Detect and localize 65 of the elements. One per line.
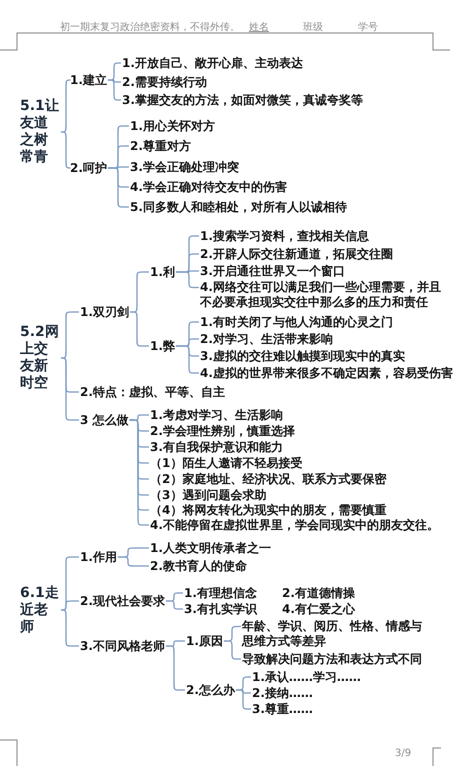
outline-item: 1.考虑对学习、生活影响 xyxy=(150,408,283,422)
outline-item: 1.有理想信念 xyxy=(184,586,257,600)
outline-item: 4.学会正确对待交友中的伤害 xyxy=(130,180,287,194)
outline-item: 1.有时关闭了与他人沟通的心灵之门 xyxy=(200,314,393,330)
outline-item: 2.尊重对方 xyxy=(130,138,191,154)
outline-item: 4.有仁爱之心 xyxy=(282,602,355,616)
outline-item: 3.尊重…… xyxy=(252,702,313,716)
section-heading: 5.1让友道之树常青 xyxy=(20,98,60,166)
header-text: 初一期末复习政治绝密资料，不得外传。 xyxy=(60,20,240,34)
outline-item: 3.不同风格老师 xyxy=(80,638,165,654)
outline-item: 3 怎么做 xyxy=(80,412,129,428)
outline-item: 1.弊 xyxy=(150,338,175,354)
outline-item: 2.接纳…… xyxy=(252,686,313,700)
form-field-label: 姓名 xyxy=(249,20,269,34)
outline-item: 2.学会理性辨别，慎重选择 xyxy=(150,424,295,438)
outline-item: 3.有扎实学识 xyxy=(184,602,257,616)
outline-item: （4）将网友转化为现实中的朋友，需要慎重 xyxy=(150,502,386,518)
outline-item: 导致解决问题方法和表达方式不同 xyxy=(242,652,422,666)
outline-item: 5.同多数人和睦相处，对所有人以诚相待 xyxy=(130,200,347,214)
outline-item: 2.对学习、生活带来影响 xyxy=(200,332,333,346)
outline-item: 年龄、学识、阅历、性格、情感与思维方式等差异 xyxy=(242,619,427,649)
outline-item: 3.虚拟的交往难以触摸到现实中的真实 xyxy=(200,348,405,364)
outline-item: 4.网络交往可以满足我们一些心理需要，并且不必要承担现实交往中那么多的压力和责任 xyxy=(200,280,445,310)
outline-item: （3）遇到问题会求助 xyxy=(150,488,266,502)
brace-connector xyxy=(118,556,149,567)
outline-item: 1.用心关怀对方 xyxy=(130,118,215,134)
brace-connector xyxy=(166,600,183,610)
brace-connector xyxy=(224,640,241,660)
form-field-label: 班级 xyxy=(303,20,323,34)
outline-item: 4.虚拟的世界带来很多不确定因素，容易受伤害 xyxy=(200,366,453,380)
brace-connector xyxy=(60,79,70,133)
outline-item: 3.开启通往世界又一个窗口 xyxy=(200,264,345,278)
page-number: 3/9 xyxy=(395,746,412,760)
outline-item: 2.特点：虚拟、平等、自主 xyxy=(80,384,225,400)
outline-item: 4.不能停留在虚拟世界里，学会同现实中的朋友交往。 xyxy=(150,518,439,532)
brace-connector xyxy=(176,345,199,374)
brace-connector xyxy=(108,167,129,208)
outline-item: 1.建立 xyxy=(70,72,107,88)
outline-item: 1.承认……学习…… xyxy=(252,670,361,684)
outline-item: 1.利 xyxy=(150,264,175,280)
outline-item: 2.怎么办 xyxy=(186,682,235,698)
outline-item: 2.需要持续行动 xyxy=(122,74,207,90)
outline-item: （1）陌生人邀请不轻易接受 xyxy=(150,456,302,470)
outline-item: 3.掌握交友的方法，如面对微笑，真诚夸奖等 xyxy=(122,92,363,108)
outline-item: 1.原因 xyxy=(186,634,223,648)
outline-item: 1.开放自己、敞开心扉、主动表达 xyxy=(122,56,303,70)
section-heading: 5.2网上交友新时空 xyxy=(20,324,60,392)
section-heading: 6.1走近老师 xyxy=(20,584,60,636)
outline-item: 2.开辟人际交往新通道，拓展交往圈 xyxy=(200,246,393,262)
outline-item: 1.人类文明传承者之一 xyxy=(150,540,271,556)
outline-item: 3.有自我保护意识和能力 xyxy=(150,440,283,454)
brace-connector xyxy=(176,271,199,288)
outline-item: 2.教书育人的使命 xyxy=(150,558,247,574)
brace-connector xyxy=(107,79,122,101)
outline-item: 1.双刃剑 xyxy=(80,304,129,320)
form-field-label: 学号 xyxy=(358,20,378,34)
outline-item: 2.有道德情操 xyxy=(282,586,355,600)
outline-item: （2）家庭地址、经济状况、联系方式要保密 xyxy=(150,472,386,486)
brace-connector xyxy=(236,689,252,710)
outline-item: 2.呵护 xyxy=(70,160,107,176)
outline-item: 1.搜索学习资料，查找相关信息 xyxy=(200,228,369,244)
outline-item: 2.现代社会要求 xyxy=(80,594,165,608)
outline-item: 3.学会正确处理冲突 xyxy=(130,160,239,174)
outline-item: 1.作用 xyxy=(80,550,117,564)
brace-connector xyxy=(60,131,70,169)
